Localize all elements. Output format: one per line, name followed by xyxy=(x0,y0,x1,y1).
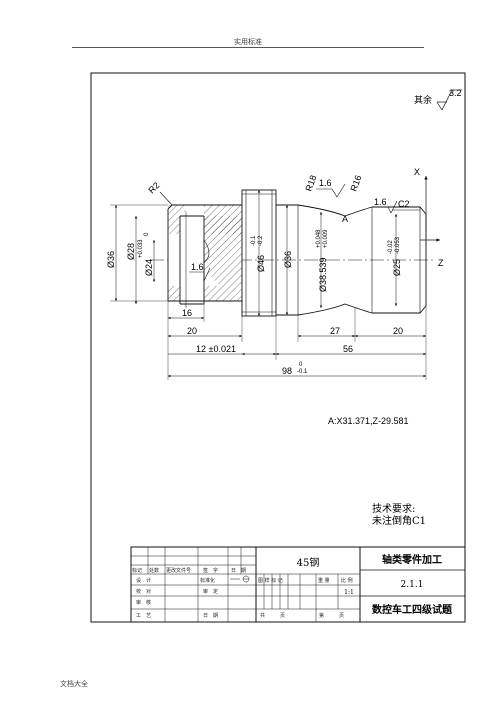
tb-sign: 签 字 xyxy=(203,568,219,574)
dim-d46-tol-lower: -0.2 xyxy=(258,235,264,246)
tb-mark: 标记 xyxy=(132,568,143,574)
roughness-value: 3.2 xyxy=(449,88,462,98)
tb-date2: 日 期 xyxy=(203,613,219,619)
tb-change-doc: 更改文件号 xyxy=(166,568,192,574)
drawing-number: 2.1.1 xyxy=(401,580,424,590)
page-header: 实用标准 xyxy=(234,38,262,46)
dim-d28-tol-lower: 0 xyxy=(144,232,150,236)
dim-d25: Ø25 xyxy=(392,259,402,276)
tb-total: 共 页 xyxy=(260,613,286,619)
dim-d36-mid: Ø36 xyxy=(283,251,293,268)
dim-l27: 27 xyxy=(330,326,340,336)
dim-d38-tol-lower: +0.009 xyxy=(323,229,329,248)
axis-z-label: Z xyxy=(438,258,444,268)
dim-l20-left: 20 xyxy=(187,326,197,336)
dim-d28: Ø28 xyxy=(126,243,136,260)
scale-value: 1:1 xyxy=(344,589,354,596)
dim-d36-left: Ø36 xyxy=(106,251,116,268)
dim-d46-tol-upper: -0.1 xyxy=(251,235,257,246)
part-name: 轴类零件加工 xyxy=(382,553,442,566)
roughness-symbol xyxy=(436,89,462,111)
title-block xyxy=(130,546,466,623)
radius-r16: R16 xyxy=(348,174,363,193)
drawing-frame xyxy=(90,72,466,623)
tech-requirements-note: 未注倒角C1 xyxy=(372,514,426,527)
dim-d25-tol-upper: -0.02 xyxy=(388,240,394,254)
roughness-other-label: 其余 xyxy=(414,94,432,106)
dim-l20-right: 20 xyxy=(393,326,403,336)
dim-l16: 16 xyxy=(182,308,192,318)
tb-design: 设 计 xyxy=(136,578,152,584)
coordinate-note: A:X31.371,Z-29.581 xyxy=(328,416,409,426)
dim-d38: Ø38.539 xyxy=(318,257,328,292)
dim-l98-tol-upper: 0 xyxy=(299,362,303,368)
shaft-profile xyxy=(276,204,427,316)
dim-l56: 56 xyxy=(343,344,353,354)
tb-audit: 审 核 xyxy=(136,600,152,606)
dim-d46: Ø46 xyxy=(256,255,266,272)
header-rule xyxy=(72,47,424,48)
left-section xyxy=(167,204,242,308)
dim-l12: 12 ±0.021 xyxy=(196,344,236,354)
dim-d28-tol-upper: +0.033 xyxy=(138,239,144,258)
tb-standard: 标准化 xyxy=(200,578,216,584)
tb-date: 日 期 xyxy=(231,568,247,574)
roughness-mark-a: 1.6 xyxy=(319,178,332,188)
standardization-symbol xyxy=(230,575,250,583)
radius-r18: R18 xyxy=(303,174,318,193)
tech-requirements-title: 技术要求: xyxy=(372,502,415,515)
roughness-mark-c: 1.6 xyxy=(191,262,204,272)
tb-process: 工 艺 xyxy=(136,613,152,619)
tb-page: 第 页 xyxy=(319,613,345,619)
chamfer-c2: C2 xyxy=(398,199,410,209)
tb-stage-mark: 图 样 标 记 xyxy=(258,578,283,584)
roughness-mark-b: 1.6 xyxy=(374,197,387,207)
tb-check: 校 对 xyxy=(136,589,152,595)
axis-x-label: X xyxy=(414,167,420,177)
radius-r2: R2 xyxy=(146,180,161,195)
exam-title: 数控车工四级试题 xyxy=(372,603,453,616)
dim-d24: Ø24 xyxy=(144,259,154,276)
material-value: 45钢 xyxy=(297,556,320,569)
page-footer: 文档大全 xyxy=(60,680,88,688)
point-a-label: A xyxy=(342,214,348,224)
dim-l98-tol-lower: -0.1 xyxy=(297,369,308,375)
dim-d25-tol-lower: -0.053 xyxy=(395,236,401,254)
dim-l98: 98 xyxy=(282,366,292,376)
tb-ratio: 比 例 xyxy=(341,578,353,584)
tb-review: 审 定 xyxy=(203,589,219,595)
tb-weight: 重 量 xyxy=(318,578,330,584)
dim-d38-tol-upper: +0.048 xyxy=(316,229,322,248)
tb-count: 处数 xyxy=(149,568,160,574)
